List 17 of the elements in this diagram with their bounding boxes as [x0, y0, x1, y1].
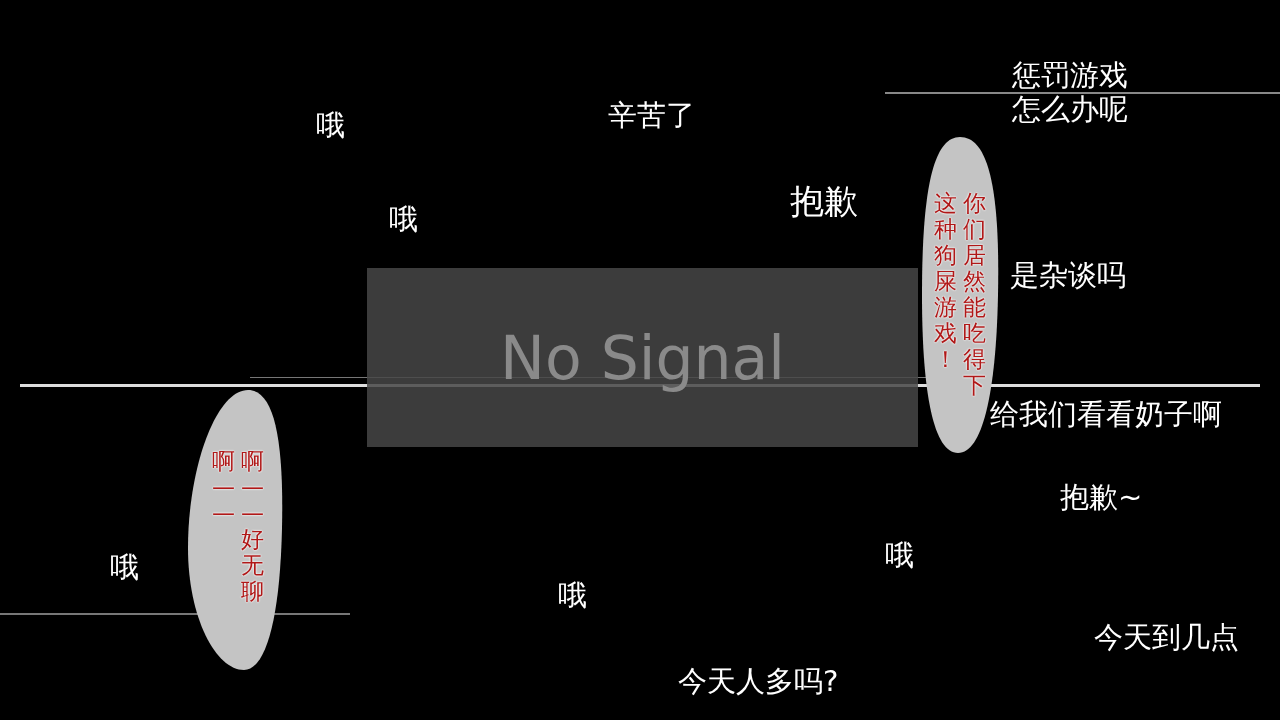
- chat-comment: 哦: [885, 538, 914, 572]
- bubble-text: 啊——好无聊啊——: [211, 448, 265, 606]
- chat-comment: 哦: [389, 202, 418, 236]
- chat-comment: 哦: [316, 108, 345, 142]
- chat-comment: 给我们看看奶子啊: [990, 397, 1222, 431]
- chat-comment: 哦: [110, 550, 139, 584]
- no-signal-panel: [367, 268, 918, 447]
- chat-comment: 抱歉: [790, 184, 858, 218]
- chat-comment: 是杂谈吗: [1010, 258, 1126, 292]
- chat-comment: 抱歉~: [1060, 480, 1143, 514]
- no-signal-text: No Signal: [500, 322, 785, 393]
- chat-comment: 辛苦了: [608, 98, 695, 132]
- chat-comment: 今天到几点: [1094, 620, 1239, 654]
- bubble-text: 你们居然能吃得下这种狗屎游戏！: [933, 190, 987, 400]
- chat-comment: 哦: [558, 578, 587, 612]
- chat-comment: 惩罚游戏怎么办呢: [1012, 58, 1128, 126]
- chat-comment: 今天人多吗?: [678, 664, 839, 698]
